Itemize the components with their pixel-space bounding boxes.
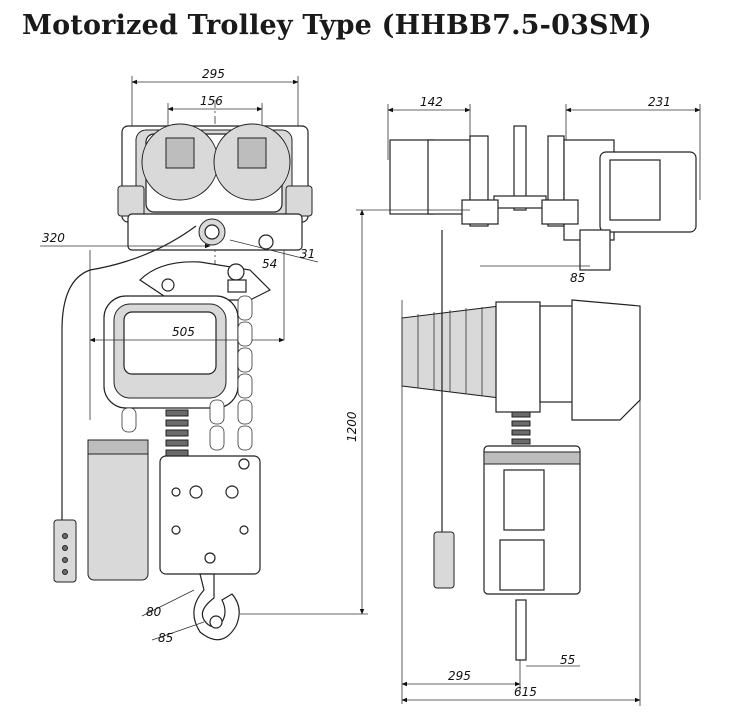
dim-85-right-label: 85 [570, 271, 585, 285]
dim-1200-label: 1200 [345, 411, 359, 442]
dim-505-label: 505 [172, 325, 195, 339]
dim-156-label: 156 [200, 94, 223, 108]
dim-295-bottom-label: 295 [448, 669, 471, 683]
dim-31-label: 31 [300, 247, 315, 261]
front-view: 320 31 54 505 [40, 76, 319, 645]
dim-295-top-label: 295 [202, 67, 225, 81]
side-view: 85 1200 [240, 104, 701, 706]
dim-320-label: 320 [42, 231, 65, 245]
dim-55-label: 55 [560, 653, 575, 667]
dim-231-label: 231 [648, 95, 671, 109]
dim-142-label: 142 [420, 95, 443, 109]
dim-85-left-label: 85 [158, 631, 173, 645]
dim-615-label: 615 [514, 685, 537, 699]
dim-80-label: 80 [146, 605, 162, 619]
dim-54-label: 54 [262, 257, 277, 271]
diagram-title: Motorized Trolley Type (HHBB7.5-03SM) [22, 10, 652, 41]
